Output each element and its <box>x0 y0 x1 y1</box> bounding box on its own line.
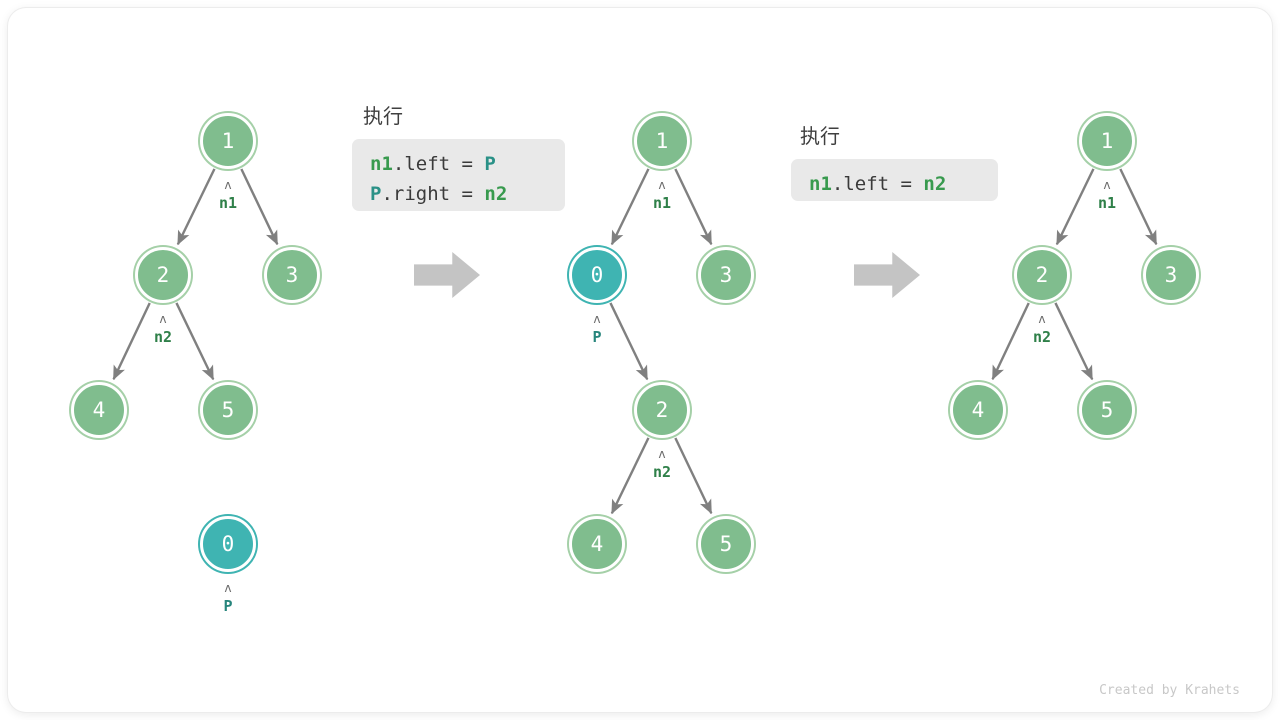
pointer-label: P <box>592 328 602 346</box>
tree-node-value: 1 <box>221 129 235 153</box>
tree-node-value: 5 <box>221 398 235 422</box>
code-box-2: n1.left = n2 <box>791 159 998 201</box>
tree-node-0: 0 <box>200 516 256 572</box>
pointer-caret-icon: ʌ <box>658 178 666 192</box>
pointer-n1: ʌ n1 <box>188 178 268 212</box>
pointer-caret-icon: ʌ <box>1038 312 1046 326</box>
credit-text: Created by Krahets <box>1099 683 1240 698</box>
tree-node-value: 4 <box>971 398 985 422</box>
tree-node-5: 5 <box>1079 382 1135 438</box>
pointer-caret-icon: ʌ <box>1103 178 1111 192</box>
tree-node-2: 2 <box>1014 247 1070 303</box>
tree-node-2: 2 <box>135 247 191 303</box>
exec-label-2: 执行 <box>800 124 840 148</box>
pointer-label: n2 <box>652 463 672 481</box>
tree-node-value: 4 <box>590 532 604 556</box>
code-token: n1 <box>809 173 832 195</box>
pointer-caret-icon: ʌ <box>224 178 232 192</box>
tree-node-value: 1 <box>1100 129 1114 153</box>
tree-node-3: 3 <box>264 247 320 303</box>
tree-node-1: 1 <box>1079 113 1135 169</box>
tree-node-value: 5 <box>719 532 733 556</box>
pointer-label: n1 <box>218 194 238 212</box>
tree-node-value: 1 <box>655 129 669 153</box>
pointer-label: n1 <box>1097 194 1117 212</box>
tree-node-3: 3 <box>1143 247 1199 303</box>
code-token: P <box>370 183 382 205</box>
code-line: n1.left = n2 <box>809 169 980 199</box>
tree-node-value: 5 <box>1100 398 1114 422</box>
tree-node-value: 2 <box>156 263 170 287</box>
pointer-n2: ʌ n2 <box>123 312 203 346</box>
pointer-n2: ʌ n2 <box>622 447 702 481</box>
code-token: n2 <box>923 173 947 195</box>
code-line: n1.left = P <box>370 149 547 179</box>
pointer-caret-icon: ʌ <box>224 581 232 595</box>
code-line: P.right = n2 <box>370 179 547 209</box>
tree-node-5: 5 <box>200 382 256 438</box>
tree-node-value: 2 <box>1035 263 1049 287</box>
tree-node-value: 0 <box>590 263 604 287</box>
tree-node-2: 2 <box>634 382 690 438</box>
tree-node-value: 0 <box>221 532 235 556</box>
pointer-label: P <box>223 597 233 615</box>
tree-node-value: 3 <box>285 263 299 287</box>
tree-node-1: 1 <box>634 113 690 169</box>
tree-node-value: 2 <box>655 398 669 422</box>
code-token: .left = <box>392 153 485 175</box>
tree-node-value: 4 <box>92 398 106 422</box>
tree-node-0: 0 <box>569 247 625 303</box>
code-token: .right = <box>381 183 485 205</box>
code-token: n2 <box>484 183 508 205</box>
tree-node-4: 4 <box>71 382 127 438</box>
tree-node-value: 3 <box>719 263 733 287</box>
pointer-caret-icon: ʌ <box>658 447 666 461</box>
tree-node-3: 3 <box>698 247 754 303</box>
code-token: .left = <box>831 173 924 195</box>
code-token: n1 <box>370 153 393 175</box>
pointer-label: n2 <box>1032 328 1052 346</box>
pointer-n1: ʌ n1 <box>622 178 702 212</box>
tree-node-5: 5 <box>698 516 754 572</box>
tree-node-value: 3 <box>1164 263 1178 287</box>
pointer-n2: ʌ n2 <box>1002 312 1082 346</box>
tree-node-4: 4 <box>569 516 625 572</box>
tree-node-4: 4 <box>950 382 1006 438</box>
pointer-label: n1 <box>652 194 672 212</box>
pointer-n1: ʌ n1 <box>1067 178 1147 212</box>
exec-label-1: 执行 <box>363 104 403 128</box>
pointer-caret-icon: ʌ <box>159 312 167 326</box>
pointer-caret-icon: ʌ <box>593 312 601 326</box>
code-token: P <box>484 153 496 175</box>
tree-node-1: 1 <box>200 113 256 169</box>
pointer-label: n2 <box>153 328 173 346</box>
